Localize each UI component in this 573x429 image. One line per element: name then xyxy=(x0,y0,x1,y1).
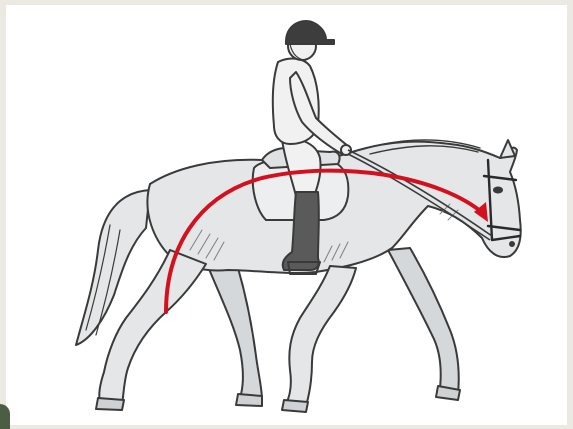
horse-near-fore-leg xyxy=(286,266,356,406)
riding-helmet-icon xyxy=(286,21,334,44)
horse-ear xyxy=(500,140,515,158)
horse-far-hind-leg xyxy=(206,262,262,400)
horse-nostril xyxy=(510,242,514,246)
horse-hoof-far-hind xyxy=(236,394,262,406)
horse-eye xyxy=(494,188,502,193)
horse-far-fore-leg xyxy=(388,248,459,394)
horse-hoof-near-hind xyxy=(96,398,124,410)
horse-hoof-near-fore xyxy=(282,400,308,412)
